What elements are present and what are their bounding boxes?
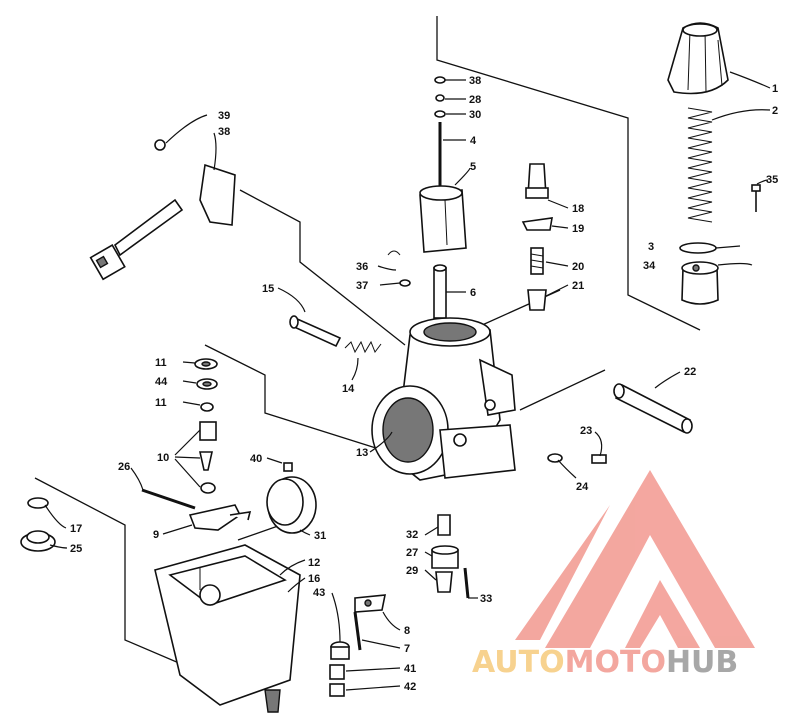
carburetor-body bbox=[371, 317, 516, 481]
drain-plug bbox=[20, 530, 56, 552]
fitting-23 bbox=[591, 454, 607, 464]
float bbox=[266, 476, 317, 534]
watermark-triangle-icon bbox=[545, 470, 755, 648]
needle-jet bbox=[433, 264, 447, 319]
callout-28: 28 bbox=[469, 94, 481, 106]
callout-27: 27 bbox=[406, 547, 418, 559]
fitting-24 bbox=[547, 453, 563, 463]
callout-17: 17 bbox=[70, 523, 82, 535]
callout-43: 43 bbox=[313, 587, 325, 599]
callout-26: 26 bbox=[118, 461, 130, 473]
callout-31: 31 bbox=[314, 530, 326, 542]
clip-36 bbox=[387, 250, 401, 256]
drain-washer bbox=[27, 497, 49, 509]
callout-38-top: 38 bbox=[469, 75, 481, 87]
float-bowl bbox=[154, 544, 301, 713]
callout-30: 30 bbox=[469, 109, 481, 121]
callout-1: 1 bbox=[772, 83, 778, 95]
throttle-switch-assembly bbox=[89, 139, 236, 281]
callout-25: 25 bbox=[70, 543, 82, 555]
watermark-logo: AUTOMOTOHUB bbox=[472, 470, 755, 680]
svg-text:AUTOMOTOHUB: AUTOMOTOHUB bbox=[472, 645, 738, 680]
callout-35: 35 bbox=[766, 174, 778, 186]
float-valve-stack bbox=[194, 358, 218, 494]
part-40 bbox=[283, 462, 293, 472]
jet-needle-stack bbox=[434, 76, 446, 190]
watermark-word-hub: HUB bbox=[666, 645, 738, 680]
callout-41: 41 bbox=[404, 663, 416, 675]
callout-7: 7 bbox=[404, 643, 410, 655]
callout-5: 5 bbox=[470, 161, 476, 173]
callout-44: 44 bbox=[155, 376, 168, 388]
throttle-spring bbox=[687, 107, 713, 223]
callout-24: 24 bbox=[576, 481, 589, 493]
callout-33: 33 bbox=[480, 593, 492, 605]
callout-14: 14 bbox=[342, 383, 355, 395]
main-jet-parts bbox=[431, 514, 470, 599]
callout-16: 16 bbox=[308, 573, 320, 585]
callout-20: 20 bbox=[572, 261, 584, 273]
callout-42: 42 bbox=[404, 681, 416, 693]
throttle-slide bbox=[419, 185, 467, 253]
callout-9: 9 bbox=[153, 529, 159, 541]
fitting-stack bbox=[521, 163, 553, 311]
callout-37: 37 bbox=[356, 280, 368, 292]
washer-37 bbox=[399, 279, 411, 287]
fitting-42 bbox=[329, 683, 345, 697]
watermark-inner-triangle-icon bbox=[515, 505, 610, 640]
watermark-word-auto: AUTO bbox=[472, 645, 565, 680]
float-arm bbox=[188, 504, 252, 531]
top-plate bbox=[681, 261, 719, 305]
vent-hose bbox=[613, 383, 693, 434]
callout-32: 32 bbox=[406, 529, 418, 541]
callout-22: 22 bbox=[684, 366, 696, 378]
callout-3: 3 bbox=[648, 241, 654, 253]
float-pin bbox=[141, 488, 196, 510]
callout-11-top: 11 bbox=[155, 357, 167, 369]
callout-labels: 1 2 3 34 35 38 28 30 4 5 39 38 18 19 20 … bbox=[70, 75, 778, 693]
callout-11-bottom: 11 bbox=[155, 397, 167, 409]
assembly-guide-lines bbox=[34, 16, 701, 673]
bracket-8 bbox=[354, 594, 386, 613]
callout-40: 40 bbox=[250, 453, 262, 465]
callout-29: 29 bbox=[406, 565, 418, 577]
fitting-43 bbox=[330, 641, 350, 660]
air-screw-spring bbox=[344, 340, 382, 354]
callout-18: 18 bbox=[572, 203, 584, 215]
callout-34: 34 bbox=[643, 260, 656, 272]
fitting-41 bbox=[329, 664, 345, 680]
callout-38-left: 38 bbox=[218, 126, 230, 138]
bolt-7 bbox=[353, 611, 362, 651]
callout-12: 12 bbox=[308, 557, 320, 569]
watermark-word-moto: MOTO bbox=[565, 645, 666, 680]
leader-lines bbox=[44, 71, 771, 691]
callout-8: 8 bbox=[404, 625, 410, 637]
callout-36: 36 bbox=[356, 261, 368, 273]
callout-2: 2 bbox=[772, 105, 778, 117]
callout-15: 15 bbox=[262, 283, 274, 295]
cap-washer bbox=[679, 242, 717, 254]
callout-6: 6 bbox=[470, 287, 476, 299]
screw-35 bbox=[751, 184, 761, 212]
callout-19: 19 bbox=[572, 223, 584, 235]
carb-cap bbox=[667, 22, 729, 95]
callout-21: 21 bbox=[572, 280, 584, 292]
callout-10: 10 bbox=[157, 452, 169, 464]
air-screw bbox=[289, 315, 342, 348]
callout-39: 39 bbox=[218, 110, 230, 122]
callout-4: 4 bbox=[470, 135, 477, 147]
callout-23: 23 bbox=[580, 425, 592, 437]
callout-13: 13 bbox=[356, 447, 368, 459]
